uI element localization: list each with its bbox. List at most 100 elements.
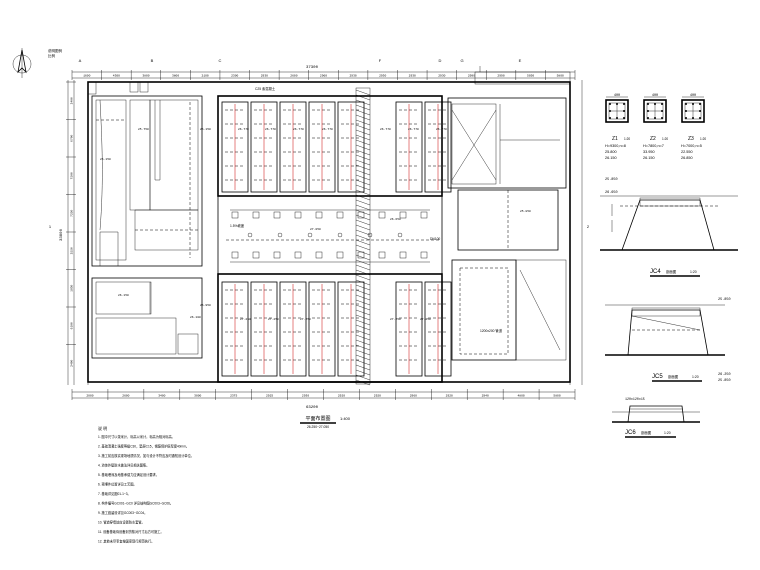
jc5-section: 25.850 26.250 25.850 JC5 剖面图 1:20 [605, 298, 731, 383]
top-tank-bay [424, 101, 452, 193]
bottom-dim-5: 2925 [266, 395, 273, 398]
elevation-label: 27.250 [240, 318, 251, 321]
elevation-label: 26.770 [322, 128, 333, 131]
left-dim-3: 7250 [71, 209, 74, 216]
top-tank-bay [395, 101, 423, 193]
top-dim-6: 2930 [261, 75, 268, 78]
top-dim-14: 2990 [497, 75, 504, 78]
top-dim-15: 5050 [527, 75, 534, 78]
top-tank-bay [279, 101, 307, 193]
top-dim-2: 3800 [142, 75, 149, 78]
elevation-label: 26.770 [436, 128, 447, 131]
jc6-label: JC6 [625, 430, 636, 436]
callout-1: C25 素混凝土 [255, 86, 276, 91]
elevation-label: 25.850 [520, 210, 531, 213]
grid-label-E: E [519, 58, 522, 63]
corner-note-2: 比例 [48, 53, 55, 58]
z2-e2: 26.150 [643, 156, 655, 160]
jc5-e1: 26.250 [718, 373, 731, 377]
elevation-label: 26.770 [238, 128, 249, 131]
left-dim-6: 6100 [71, 322, 74, 329]
top-dim-3: 3800 [172, 75, 179, 78]
elevation-label: 26.650 [390, 218, 401, 221]
top-dim-16: 5800 [557, 75, 564, 78]
top-dim-0: 1600 [83, 75, 90, 78]
elevation-label: 27.250 [300, 318, 311, 321]
grid-label-2: 2 [587, 224, 590, 229]
elevation-label: 26.770 [380, 128, 391, 131]
plan-scale: 1:400 [340, 416, 351, 421]
jc5-name: 剖面图 [668, 374, 679, 379]
jc4-top: 26.650 [605, 191, 618, 195]
elevation-label: 26.770 [293, 128, 304, 131]
bottom-dim-13: 5800 [553, 395, 560, 398]
top-dim-11: 2930 [409, 75, 416, 78]
jc5-scale: 1:20 [692, 375, 699, 379]
jc5-label: JC5 [652, 374, 663, 380]
z1-e2: 26.150 [605, 156, 617, 160]
plan-subtitle: 26.250~27.050 [307, 425, 329, 429]
column-section-box [643, 99, 667, 123]
z2-e1: 33.950 [643, 150, 655, 154]
top-dim-9: 2930 [349, 75, 356, 78]
bottom-tank-bay [308, 281, 336, 377]
top-dim-8: 2960 [320, 75, 327, 78]
note-line: 4. 池体外壁防水做法详见相关图集。 [98, 463, 149, 468]
north-arrow-icon [12, 48, 32, 78]
bottom-dim-7: 2920 [338, 395, 345, 398]
left-dim-7: 2400 [71, 359, 74, 366]
bottom-dim-3: 3000 [194, 395, 201, 398]
top-dim-13: 2990 [468, 75, 475, 78]
left-dim-4: 2550 [71, 247, 74, 254]
elevation-label: 25.750 [138, 128, 149, 131]
grid-label-D: D [439, 58, 442, 63]
notes-heading: 说 明 [98, 425, 107, 431]
bottom-tank-bay [279, 281, 307, 377]
jc5-top: 25.850 [718, 298, 731, 302]
grid-label-A: A [79, 58, 82, 63]
top-dim-12: 2930 [438, 75, 445, 78]
elevation-label: 27.250 [420, 318, 431, 321]
z1-label: Z1 [612, 136, 618, 142]
left-dim-0: 2400 [71, 97, 74, 104]
note-line: 9. 施工缝留设详见GC003~GC04。 [98, 510, 147, 515]
top-dim-4: 2100 [202, 75, 209, 78]
elevation-label: 26.150 [200, 128, 211, 131]
bottom-dim-11: 2940 [482, 395, 489, 398]
bottom-dim-6: 2930 [302, 395, 309, 398]
bottom-tank-bay [424, 281, 452, 377]
column-section-box [605, 99, 629, 123]
elevation-label: 26.770 [265, 128, 276, 131]
bottom-tank-bay [337, 281, 365, 377]
callout-4: DN100 [430, 237, 440, 241]
jc6-name: 剖面图 [641, 430, 652, 435]
elevation-label: 27.050 [310, 228, 321, 231]
plan-title: 平面布置图 [305, 415, 330, 422]
corner-note-1: 说明图例 [48, 48, 62, 53]
z3-e2: 26.850 [681, 156, 693, 160]
callout-3: 1200x200 管道 [480, 328, 503, 333]
jc4-section: 26.650 25.850 JC4 剖面图 1:20 [600, 178, 738, 277]
z1-scale: 1:20 [624, 137, 630, 141]
note-line: 3. 施工前应核实现场地质情况，如与设计不符应及时通知设计单位。 [98, 453, 194, 458]
elevation-label: 26.150 [100, 158, 111, 161]
bottom-dim-12: 4800 [518, 395, 525, 398]
z2-scale: 1:20 [662, 137, 668, 141]
note-line: 8. 构件编号GC001~GC0 详见结构图GC003~GC06。 [98, 501, 173, 506]
grid-label-F: F [379, 58, 382, 63]
note-line: 6. 预埋件位置详见工艺图。 [98, 482, 137, 487]
z1-h: H=9300,n=8 [605, 144, 626, 148]
top-dim-5: 2300 [231, 75, 238, 78]
bottom-dim-9: 2960 [410, 395, 417, 398]
elevation-label: 26.100 [190, 316, 201, 319]
z3-label: Z3 [688, 136, 694, 142]
bottom-dim-0: 2000 [86, 395, 93, 398]
left-dim-2: 7500 [71, 172, 74, 179]
callout-2: 1.5%坡度 [230, 223, 245, 228]
general-notes: 说 明 1. 图中尺寸以毫米计，标高以米计，标高为相对标高。2. 基础混凝土强度… [98, 425, 194, 544]
note-line: 1. 图中尺寸以毫米计，标高以米计，标高为相对标高。 [98, 434, 175, 439]
z3-h: H=7000,n=5 [681, 144, 702, 148]
grid-label-C: C [219, 58, 222, 63]
